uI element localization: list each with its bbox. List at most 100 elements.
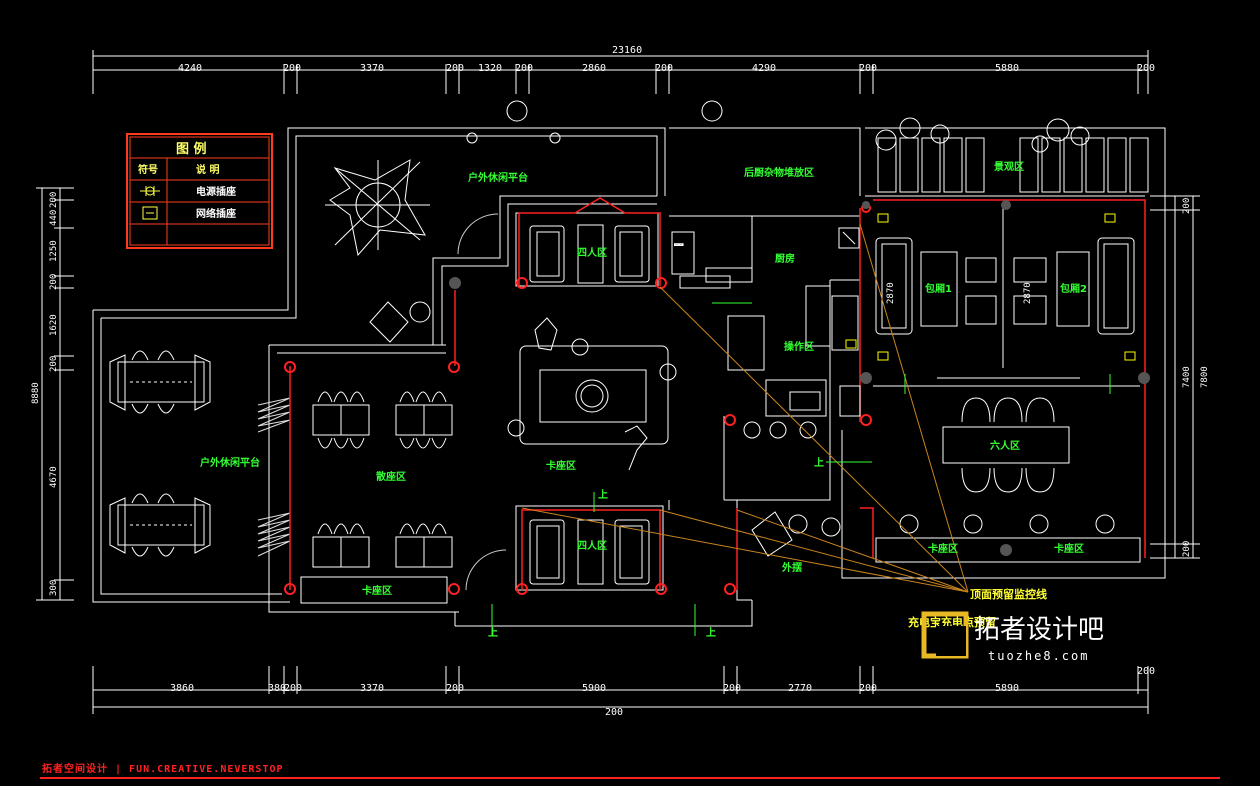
kitchen-equipment: ▭▭ — [671, 227, 861, 439]
dim-top-6: 200 — [515, 63, 533, 74]
loose-seating-tables — [300, 391, 453, 604]
outdoor-dining-set-2 — [109, 493, 211, 557]
dim-top-10: 200 — [859, 63, 877, 74]
dim-bottom-6: 5900 — [582, 683, 606, 694]
dim-left-8: 300 — [49, 580, 59, 596]
monitor-note: 顶面预留监控线 — [970, 587, 1047, 601]
network-outlet-icon — [142, 206, 158, 220]
zone-booth-left: 卡座区 — [362, 584, 392, 597]
zone-six: 六人区 — [990, 439, 1020, 452]
dim-left-1: 200 — [49, 192, 59, 208]
zone-waiting: 外摆 — [781, 561, 802, 574]
dim-bottom-7: 200 — [723, 683, 741, 694]
zone-outdoor-left: 户外休闲平台 — [199, 456, 260, 469]
footer-brand: 拓者空间设计 | FUN.CREATIVE.NEVERSTOP — [42, 762, 284, 775]
dim-left-5: 1620 — [49, 314, 59, 336]
dim-left-2: 440 — [49, 210, 59, 226]
dim-top-9: 4290 — [752, 63, 776, 74]
dim-left-6: 200 — [49, 356, 59, 372]
zone-private-2: 包厢2 — [1060, 282, 1087, 295]
door-swings — [457, 213, 507, 591]
landscape-planters — [875, 117, 1149, 193]
outlet-markers — [845, 213, 1136, 361]
dim-top-12: 200 — [1137, 63, 1155, 74]
private-room-1-furniture — [875, 237, 997, 335]
dim-left-4: 200 — [49, 274, 59, 290]
dim-left-7: 4670 — [49, 466, 59, 488]
dim-bottom-9: 200 — [859, 683, 877, 694]
zone-operation: 操作区 — [784, 340, 814, 353]
monitor-wiring-lines — [521, 223, 969, 593]
umbrella-table-icon — [325, 159, 430, 257]
dim-bottom-total: 200 — [605, 707, 623, 718]
outdoor-dining-set-1 — [109, 350, 211, 414]
dim-bottom-10: 5890 — [995, 683, 1019, 694]
zone-loose: 散座区 — [376, 470, 406, 483]
building-walls — [92, 127, 1166, 627]
dim-left-3: 1250 — [49, 240, 59, 262]
brand-logo: 拓者设计吧 tuozhe8.com — [921, 611, 1104, 663]
dim-top-total: 23160 — [612, 45, 642, 56]
room-dim-2: 2870 — [1023, 282, 1033, 304]
legend-col-symbol: 符号 — [138, 163, 158, 176]
zone-kitchen: 厨房 — [775, 252, 795, 265]
zone-landscape: 景观区 — [994, 161, 1024, 173]
zone-booth-center: 卡座区 — [546, 459, 576, 472]
stairs-label-4: 上 — [598, 488, 608, 501]
zone-storage: 后厨杂物堆放区 — [744, 166, 814, 179]
zone-booth-right-1: 卡座区 — [928, 542, 958, 555]
legend-col-desc: 说 明 — [196, 163, 219, 176]
left-dimension-chain: 200 440 1250 200 1620 200 4670 300 8880 — [31, 187, 74, 601]
dim-right-4: 200 — [1182, 541, 1192, 557]
four-person-booth-top — [529, 224, 650, 284]
dim-bottom-4: 3370 — [360, 683, 384, 694]
kitchen-note-1: ▭▭ — [674, 242, 684, 248]
tree-icon — [466, 100, 723, 144]
stairs-label-3: 上 — [814, 456, 824, 469]
dim-bottom-1: 3860 — [170, 683, 194, 694]
private-room-2-furniture — [1013, 237, 1135, 335]
entry-arrows — [491, 302, 1111, 636]
dim-right-2: 7400 — [1182, 366, 1192, 388]
zone-four-top: 四人区 — [577, 246, 607, 259]
legend-row-network: 网络插座 — [196, 207, 236, 220]
logo-domain: tuozhe8.com — [988, 649, 1089, 663]
dim-top-5: 1320 — [478, 63, 502, 74]
dim-top-7: 2860 — [582, 63, 606, 74]
dim-left-total: 8880 — [31, 382, 41, 404]
four-person-booth-bottom — [529, 519, 650, 585]
center-booth-sofa — [507, 317, 677, 471]
zone-four-bottom: 四人区 — [577, 539, 607, 552]
power-outlet-icon — [140, 186, 160, 196]
zone-private-1: 包厢1 — [925, 282, 952, 295]
stairs-label-2: 上 — [706, 626, 716, 639]
logo-name: 拓者设计吧 — [974, 615, 1104, 645]
gray-columns — [449, 200, 1150, 556]
zone-booth-right-2: 卡座区 — [1054, 542, 1084, 555]
dim-top-3: 3370 — [360, 63, 384, 74]
dim-top-4: 200 — [446, 63, 464, 74]
legend-title: 图 例 — [176, 141, 207, 157]
bottom-dimension-chain: 3860 380 200 3370 200 5900 200 2770 200 … — [92, 666, 1155, 718]
legend-box: 图 例 符号 说 明 电源插座 网络插座 — [126, 133, 273, 249]
dim-top-1: 4240 — [178, 63, 202, 74]
right-dimension-chain: 200 7400 7800 200 — [1150, 195, 1210, 559]
dim-bottom-corner: 200 — [1137, 666, 1155, 677]
window-hatches — [257, 397, 291, 557]
dim-top-2: 200 — [283, 63, 301, 74]
dim-top-11: 5880 — [995, 63, 1019, 74]
structure-red-lines — [289, 197, 1146, 590]
dim-top-8: 200 — [655, 63, 673, 74]
structural-columns — [284, 203, 872, 595]
room-dim-1: 2870 — [886, 282, 896, 304]
dim-bottom-5: 200 — [446, 683, 464, 694]
top-dimension-chain: 23160 4240 200 3370 200 1320 200 2860 20… — [92, 45, 1155, 94]
dim-bottom-2: 380 — [268, 683, 286, 694]
charge-note: 充电宝充电点预留 — [908, 615, 996, 629]
zone-outdoor-top: 户外休闲平台 — [467, 171, 528, 184]
dim-bottom-3: 200 — [284, 683, 302, 694]
lounge-chair-icon — [369, 301, 431, 343]
dim-bottom-8: 2770 — [788, 683, 812, 694]
six-person-table — [875, 397, 1141, 563]
